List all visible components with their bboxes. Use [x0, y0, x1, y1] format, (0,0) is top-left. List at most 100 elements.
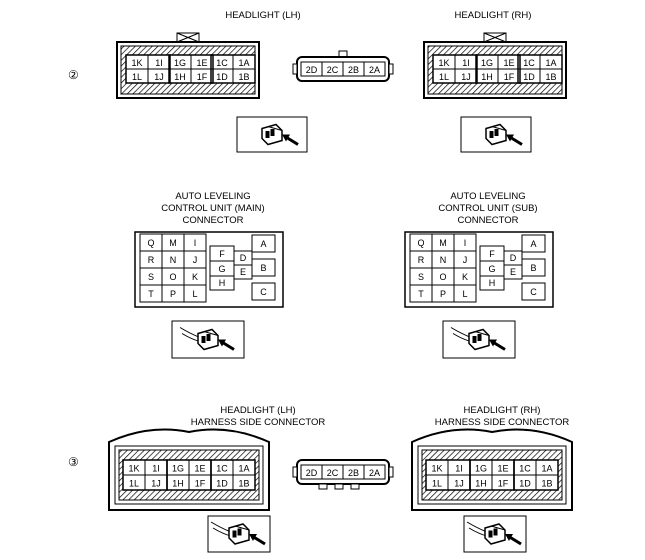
pin-D: D — [510, 253, 517, 263]
pin-T: T — [418, 289, 424, 299]
view-arrow-icon-lh — [236, 116, 308, 153]
pin-1C: 1C — [216, 58, 228, 68]
pin-K: K — [462, 272, 468, 282]
pin-2A: 2A — [369, 65, 380, 75]
pin-group-right: 1C 1A 1D 1B — [210, 54, 256, 84]
pin-G: G — [218, 264, 225, 274]
pin-1D: 1D — [519, 479, 531, 489]
pin-2D: 2D — [306, 468, 318, 478]
pin-1B: 1B — [238, 72, 249, 82]
pin-P: P — [440, 289, 446, 299]
pin-1C: 1C — [519, 464, 531, 474]
marker-row-3: ③ — [68, 455, 79, 469]
pin-2B: 2B — [348, 65, 359, 75]
title-alcu-sub: AUTO LEVELING CONTROL UNIT (SUB) CONNECT… — [438, 191, 538, 226]
title-alcu-main: AUTO LEVELING CONTROL UNIT (MAIN) CONNEC… — [161, 191, 265, 226]
pin-J: J — [463, 255, 468, 265]
pin-2C: 2C — [327, 65, 339, 75]
view-arrow-icon-rh — [460, 116, 532, 153]
pin-1D: 1D — [216, 72, 228, 82]
pin-N: N — [170, 255, 177, 265]
pin-1A: 1A — [238, 464, 249, 474]
pin-1A: 1A — [238, 58, 249, 68]
pin-1L: 1L — [129, 479, 139, 489]
pin-1G: 1G — [172, 464, 184, 474]
pin-1B: 1B — [545, 72, 556, 82]
pin-L: L — [462, 289, 467, 299]
pin-1K: 1K — [438, 58, 449, 68]
pin-A: A — [260, 239, 266, 249]
view-arrow-icon-harness-lh — [207, 515, 271, 553]
pin-1K: 1K — [128, 464, 139, 474]
pin-1C: 1C — [523, 58, 535, 68]
pin-2D: 2D — [306, 65, 318, 75]
pin-1J: 1J — [151, 479, 161, 489]
pin-1F: 1F — [195, 479, 206, 489]
pin-group-left: 1K 1I 1L 1J — [425, 459, 471, 491]
pin-1J: 1J — [461, 72, 471, 82]
pin-1F: 1F — [504, 72, 515, 82]
pin-1H: 1H — [481, 72, 493, 82]
pin-group-right: 1C 1A 1D 1B — [517, 54, 563, 84]
marker-row-2: ② — [68, 68, 79, 82]
view-arrow-icon-harness-rh — [463, 515, 527, 553]
pin-1D: 1D — [523, 72, 535, 82]
pin-J: J — [193, 255, 198, 265]
pin-1K: 1K — [431, 464, 442, 474]
pin-E: E — [510, 267, 516, 277]
pin-I: I — [464, 238, 467, 248]
pin-1L: 1L — [132, 72, 142, 82]
pin-2C: 2C — [327, 468, 339, 478]
pin-D: D — [240, 253, 247, 263]
pin-1K: 1K — [131, 58, 142, 68]
pin-N: N — [440, 255, 447, 265]
pin-1G: 1G — [475, 464, 487, 474]
pin-1A: 1A — [545, 58, 556, 68]
pin-1G: 1G — [481, 58, 493, 68]
pin-M: M — [169, 238, 177, 248]
pin-P: P — [170, 289, 176, 299]
pin-1H: 1H — [172, 479, 184, 489]
pin-G: G — [488, 264, 495, 274]
pin-B: B — [260, 263, 266, 273]
pin-B: B — [530, 263, 536, 273]
pin-Q: Q — [417, 238, 424, 248]
pin-1L: 1L — [432, 479, 442, 489]
pin-F: F — [489, 249, 495, 259]
pin-1I: 1I — [455, 464, 463, 474]
pin-group-left: 1K 1I 1L 1J — [125, 54, 171, 84]
pin-1A: 1A — [541, 464, 552, 474]
title-headlight-lh: HEADLIGHT (LH) — [225, 10, 301, 21]
pin-1F: 1F — [498, 479, 509, 489]
view-arrow-icon-main — [171, 320, 245, 359]
pin-1F: 1F — [197, 72, 208, 82]
pin-1I: 1I — [155, 58, 163, 68]
pin-2A: 2A — [369, 468, 380, 478]
pin-L: L — [192, 289, 197, 299]
pin-1E: 1E — [196, 58, 207, 68]
pin-1E: 1E — [497, 464, 508, 474]
pin-1J: 1J — [454, 479, 464, 489]
pin-E: E — [240, 267, 246, 277]
pin-1D: 1D — [216, 479, 228, 489]
pin-C: C — [260, 287, 267, 297]
pin-O: O — [439, 272, 446, 282]
pin-A: A — [530, 239, 536, 249]
pin-1J: 1J — [154, 72, 164, 82]
pin-S: S — [418, 272, 424, 282]
pin-R: R — [418, 255, 425, 265]
pin-K: K — [192, 272, 198, 282]
title-headlight-rh: HEADLIGHT (RH) — [454, 10, 532, 21]
pin-M: M — [439, 238, 447, 248]
pin-C: C — [530, 287, 537, 297]
